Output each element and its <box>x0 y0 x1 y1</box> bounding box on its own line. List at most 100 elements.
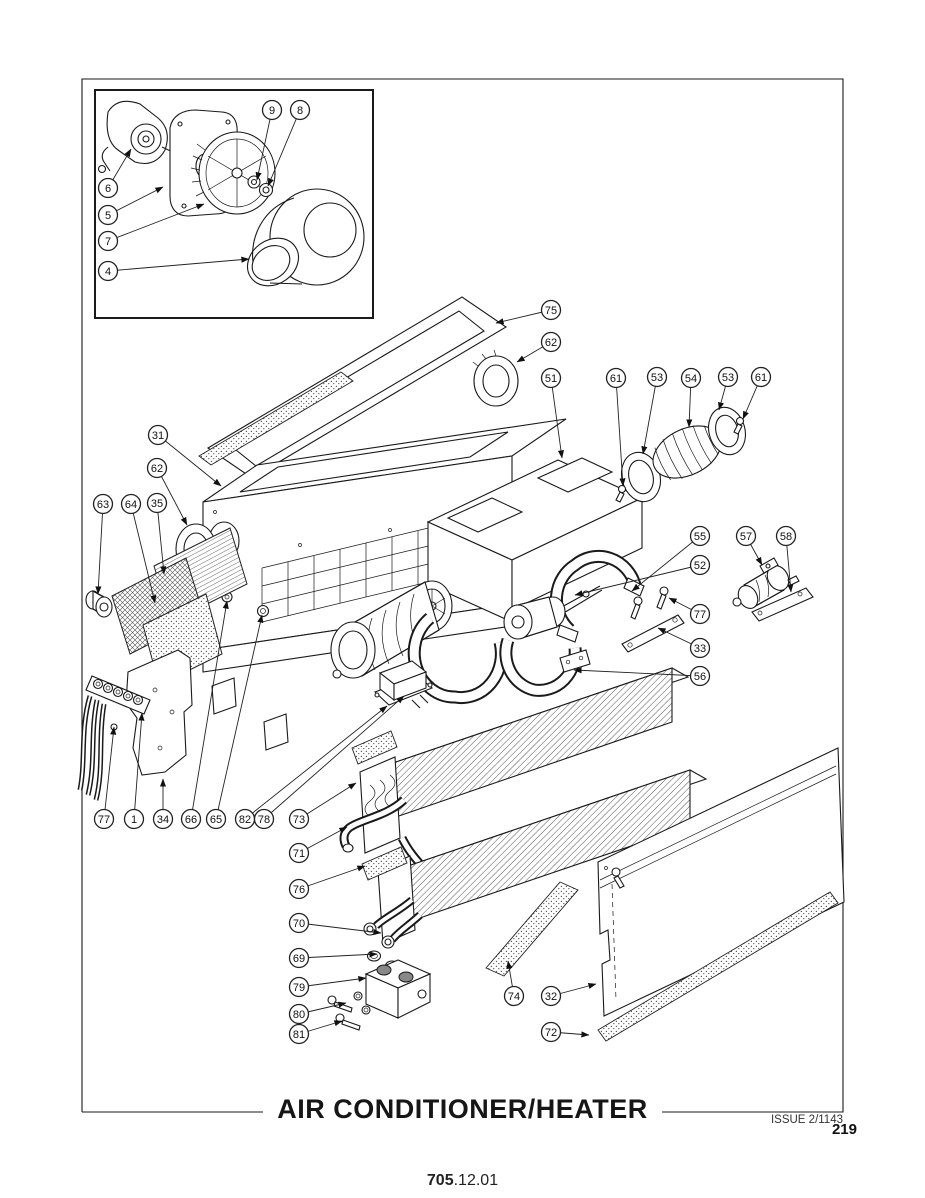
blower-motor-center <box>503 585 603 640</box>
callout-71: 71 <box>288 826 348 864</box>
callout-51: 51 <box>540 367 564 459</box>
callout-82: 82 <box>234 705 388 830</box>
svg-text:57: 57 <box>740 531 752 543</box>
page-title: AIR CONDITIONER/HEATER <box>263 1094 662 1125</box>
svg-text:7: 7 <box>105 236 111 248</box>
svg-text:74: 74 <box>508 991 520 1003</box>
heater-core <box>339 667 690 881</box>
svg-text:4: 4 <box>105 266 111 278</box>
scroll-shell-lower-left <box>407 613 508 705</box>
callout-9: 9 <box>255 99 283 181</box>
svg-text:81: 81 <box>293 1029 305 1041</box>
scroll-shell-lower-right <box>499 637 591 697</box>
svg-text:31: 31 <box>152 430 164 442</box>
callout-80: 80 <box>288 1001 347 1025</box>
svg-text:51: 51 <box>545 373 557 385</box>
foam-strip-74 <box>485 881 579 977</box>
callout-81: 81 <box>288 1020 343 1045</box>
svg-text:8: 8 <box>297 105 303 117</box>
svg-text:70: 70 <box>293 918 305 930</box>
svg-text:6: 6 <box>105 183 111 195</box>
callout-52: 52 <box>574 554 711 597</box>
scroll-shell-upper <box>549 549 645 643</box>
callout-62b: 62 <box>146 457 188 526</box>
shell-bracket <box>559 649 591 673</box>
callout-64: 64 <box>120 493 157 604</box>
svg-text:58: 58 <box>780 531 792 543</box>
callout-35: 35 <box>146 492 168 575</box>
svg-text:75: 75 <box>545 305 557 317</box>
title-row: AIR CONDITIONER/HEATER <box>0 1094 925 1125</box>
doc-code-section: 705 <box>426 1172 454 1189</box>
relay-box <box>373 660 434 709</box>
callout-53a: 53 <box>641 366 668 455</box>
callout-31: 31 <box>147 424 222 487</box>
svg-text:63: 63 <box>97 499 109 511</box>
duct-ring-top <box>472 349 519 407</box>
svg-text:53: 53 <box>722 372 734 384</box>
plug <box>85 590 113 618</box>
link-bracket <box>621 614 685 653</box>
callout-74: 74 <box>503 960 525 1007</box>
callout-77a: 77 <box>668 597 711 625</box>
svg-text:61: 61 <box>755 372 767 384</box>
callout-61a: 61 <box>605 367 627 487</box>
callout-8: 8 <box>267 99 311 187</box>
mounting-plate-34 <box>125 649 193 776</box>
callout-54: 54 <box>680 367 702 428</box>
svg-text:52: 52 <box>694 560 706 572</box>
top-cover-panel <box>198 296 508 479</box>
svg-text:55: 55 <box>694 531 706 543</box>
callout-62a: 62 <box>516 331 562 363</box>
svg-text:64: 64 <box>125 499 137 511</box>
flex-duct-assembly <box>615 406 747 503</box>
foam-gasket <box>198 371 354 466</box>
svg-text:5: 5 <box>105 210 111 222</box>
svg-text:62: 62 <box>151 463 163 475</box>
callout-6: 6 <box>97 148 132 199</box>
mounting-foot <box>263 713 289 751</box>
svg-text:76: 76 <box>293 884 305 896</box>
foam-strip-76 <box>361 846 408 881</box>
svg-text:66: 66 <box>185 814 197 826</box>
callout-5: 5 <box>97 186 164 226</box>
svg-text:56: 56 <box>694 671 706 683</box>
flex-hose <box>652 425 722 481</box>
callout-1: 1 <box>123 712 145 830</box>
svg-text:9: 9 <box>269 105 275 117</box>
callout-58: 58 <box>775 525 797 593</box>
callout-7: 7 <box>97 203 205 252</box>
screw <box>656 586 669 610</box>
callout-56: 56 <box>573 665 711 687</box>
callouts: 9 8 6 5 7 4 75 62 51 61 53 54 53 61 31 6… <box>92 99 797 1045</box>
blower-wheel <box>190 131 276 215</box>
svg-text:53: 53 <box>651 372 663 384</box>
page-number: 219 <box>831 1121 857 1138</box>
callout-4: 4 <box>97 256 250 282</box>
upper-housing <box>426 457 644 623</box>
callout-63: 63 <box>92 493 114 595</box>
valve-bracket <box>751 575 814 622</box>
callout-32: 32 <box>540 983 597 1007</box>
callout-61b: 61 <box>742 366 772 420</box>
seal-strip-72 <box>597 891 839 1042</box>
svg-text:33: 33 <box>694 643 706 655</box>
callout-66: 66 <box>180 600 229 830</box>
svg-text:79: 79 <box>293 982 305 994</box>
foam-strip-73 <box>351 730 398 765</box>
callout-33: 33 <box>657 627 711 659</box>
callout-70: 70 <box>288 912 382 936</box>
callout-76: 76 <box>288 865 366 900</box>
inset-blower-assembly <box>94 89 374 319</box>
svg-text:34: 34 <box>157 814 169 826</box>
svg-text:73: 73 <box>293 814 305 826</box>
svg-text:32: 32 <box>545 991 557 1003</box>
svg-text:78: 78 <box>258 814 270 826</box>
svg-text:82: 82 <box>239 814 251 826</box>
callout-73: 73 <box>288 782 357 830</box>
scroll-housing <box>246 188 365 287</box>
svg-text:69: 69 <box>293 953 305 965</box>
valve-bolts <box>327 991 371 1031</box>
callout-53b: 53 <box>717 366 739 411</box>
